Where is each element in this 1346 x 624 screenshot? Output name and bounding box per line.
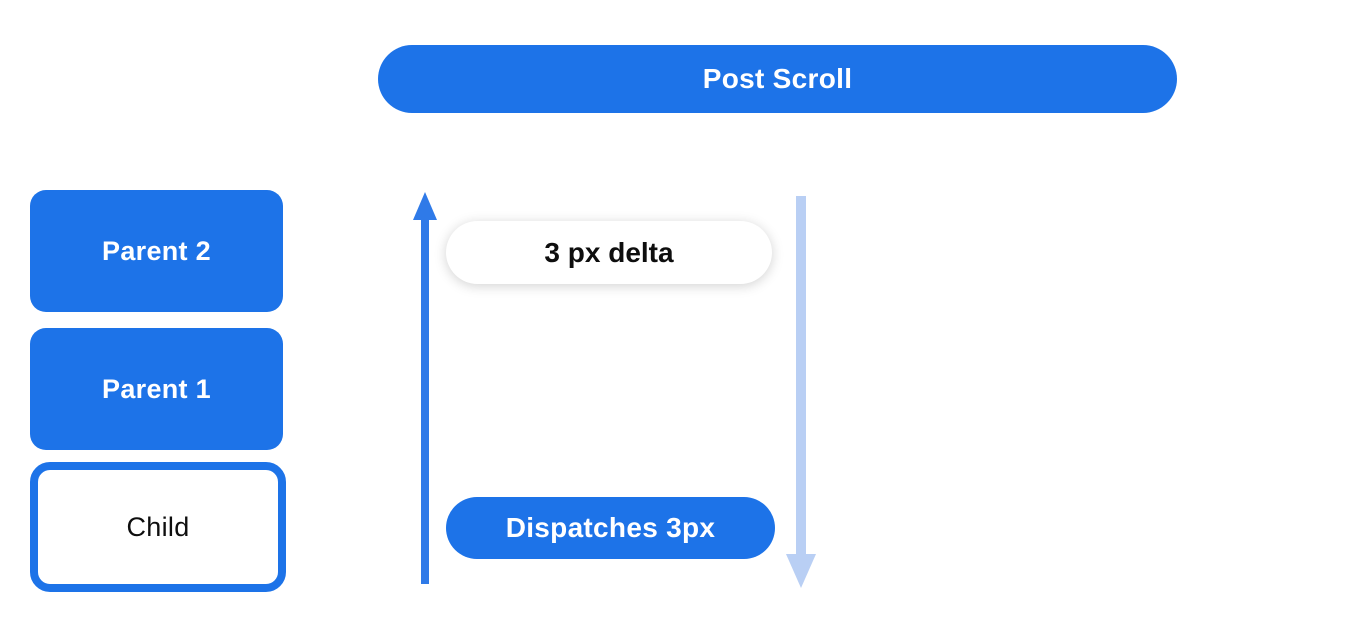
bubble-up-arrow-icon (413, 192, 437, 584)
parent-1-box: Parent 1 (30, 328, 283, 450)
post-scroll-pill: Post Scroll (378, 45, 1177, 113)
dispatch-pill: Dispatches 3px (446, 497, 775, 559)
post-scroll-label: Post Scroll (702, 63, 853, 94)
delta-pill: 3 px delta (446, 221, 772, 284)
parent-2-box: Parent 2 (30, 190, 283, 312)
parent-2-label: Parent 2 (102, 235, 211, 266)
dispatch-pill-label: Dispatches 3px (505, 512, 716, 543)
delta-pill-label: 3 px delta (544, 236, 674, 268)
child-label: Child (126, 511, 190, 542)
scroll-down-arrow-icon (786, 196, 816, 588)
child-box: Child (30, 462, 286, 592)
parent-1-label: Parent 1 (102, 373, 211, 404)
